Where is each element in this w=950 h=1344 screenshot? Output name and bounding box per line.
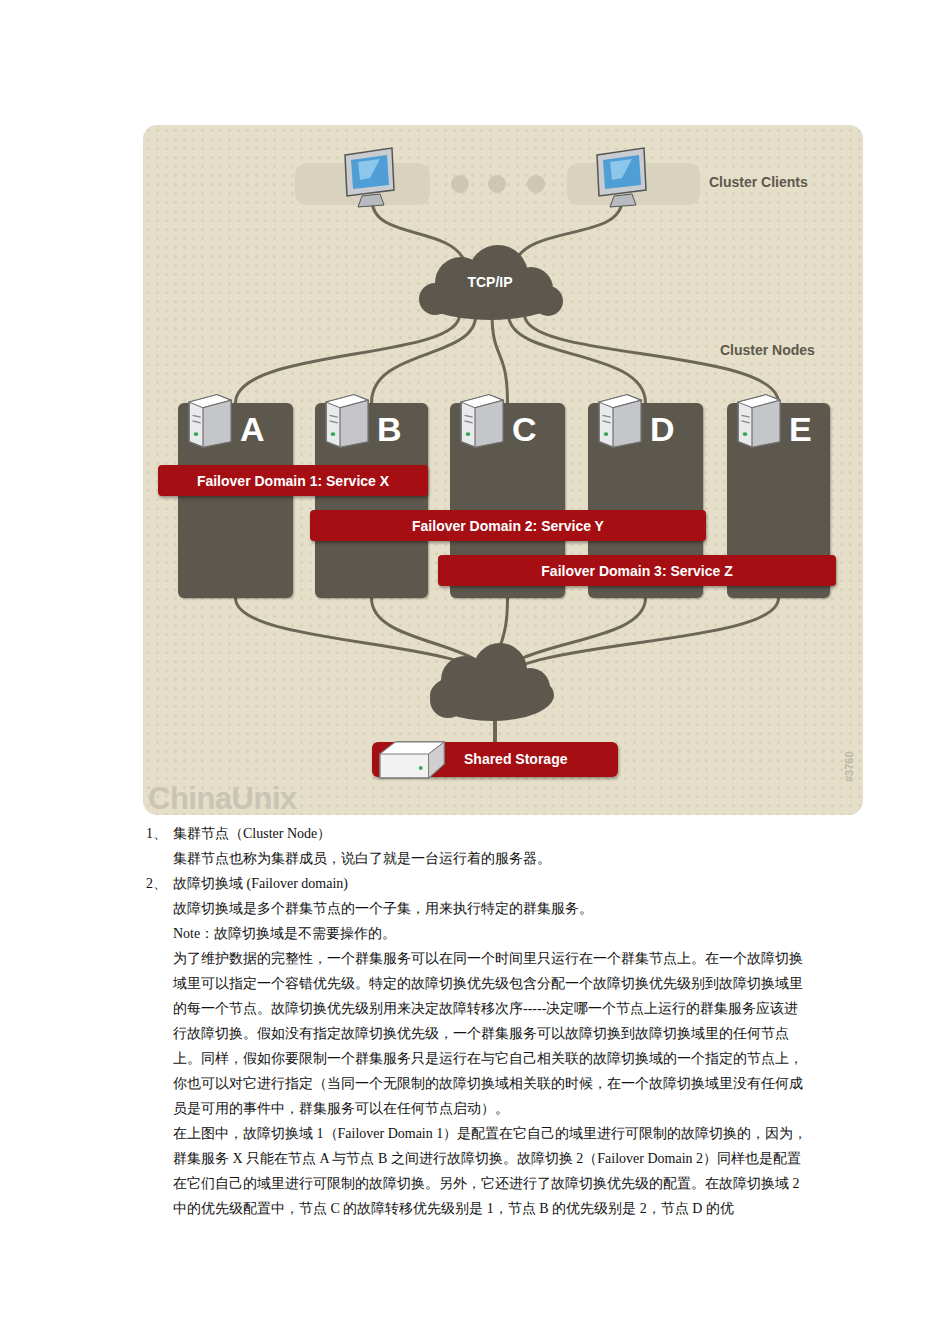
network-link (236, 315, 460, 403)
body-text: 集群节点也称为集群成员，说白了就是一台运行着的服务器。 (173, 846, 551, 871)
group-label: Cluster Nodes (717, 342, 818, 358)
server-icon (182, 389, 238, 451)
body-text: 为了维护数据的完整性，一个群集服务可以在同一个时间里只运行在一个群集节点上。在一… (173, 946, 809, 1121)
failover-domain-band: Failover Domain 2: Service Y (310, 510, 706, 541)
network-link (236, 598, 496, 742)
figure-number: #3760 (843, 751, 855, 782)
server-icon (319, 389, 375, 451)
network-cloud: TCP/IP (413, 243, 567, 323)
panel (143, 125, 863, 815)
note-text: Note：故障切换域是不需要操作的。 (173, 921, 396, 946)
node-letter: E (789, 409, 812, 449)
watermark: ChinaUnix (148, 781, 297, 817)
node-letter: A (240, 409, 265, 449)
server-icon (454, 389, 510, 451)
network-link (495, 598, 779, 742)
body-text: 在上图中，故障切换域 1（Failover Domain 1）是配置在它自己的域… (173, 1121, 809, 1221)
cloud-shape (430, 643, 554, 721)
node-label: Failover Domain 2: Service Y (404, 518, 612, 534)
node-label: Shared Storage (464, 742, 567, 777)
drive-icon (374, 734, 450, 782)
list-number: 1、 (146, 821, 167, 846)
section-heading: 故障切换域 (Failover domain) (173, 871, 348, 896)
failover-domain-band: Failover Domain 3: Service Z (438, 555, 836, 586)
network-link (372, 315, 476, 403)
server-icon (731, 389, 787, 451)
cluster-node: A (178, 403, 293, 598)
failover-domain-band: Failover Domain 1: Service X (158, 465, 428, 496)
server-icon (592, 389, 648, 451)
body-text: 故障切换域是多个群集节点的一个子集，用来执行特定的群集服务。 (173, 896, 593, 921)
network-link (492, 315, 507, 403)
node-letter: D (650, 409, 675, 449)
node-label: TCP/IP (467, 274, 512, 290)
cluster-node: B (315, 403, 428, 598)
node-label: Failover Domain 1: Service X (189, 473, 397, 489)
node-letter: C (512, 409, 537, 449)
network-link (525, 315, 779, 403)
section-heading: 集群节点（Cluster Node） (173, 821, 331, 846)
monitor-icon (597, 148, 646, 207)
network-link (509, 315, 646, 403)
storage-band: Shared Storage (372, 742, 618, 777)
node-label: Failover Domain 3: Service Z (533, 563, 740, 579)
panel-texture (143, 125, 863, 815)
list-number: 2、 (146, 871, 167, 896)
monitor-icon (345, 148, 394, 207)
group-label: Cluster Clients (706, 174, 811, 190)
node-letter: B (377, 409, 402, 449)
